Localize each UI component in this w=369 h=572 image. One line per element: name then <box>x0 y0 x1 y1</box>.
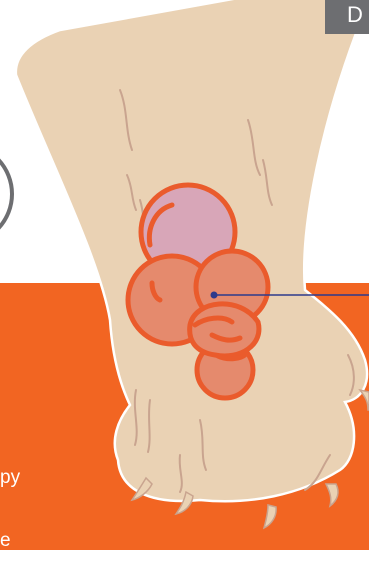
side-text-line-2: e <box>0 530 20 551</box>
leg-lump-illustration <box>0 0 369 550</box>
lump-mid <box>190 304 259 356</box>
corner-tag: D <box>325 0 369 34</box>
circle-outline-icon <box>0 144 12 244</box>
side-text-line-1: py <box>0 467 20 488</box>
